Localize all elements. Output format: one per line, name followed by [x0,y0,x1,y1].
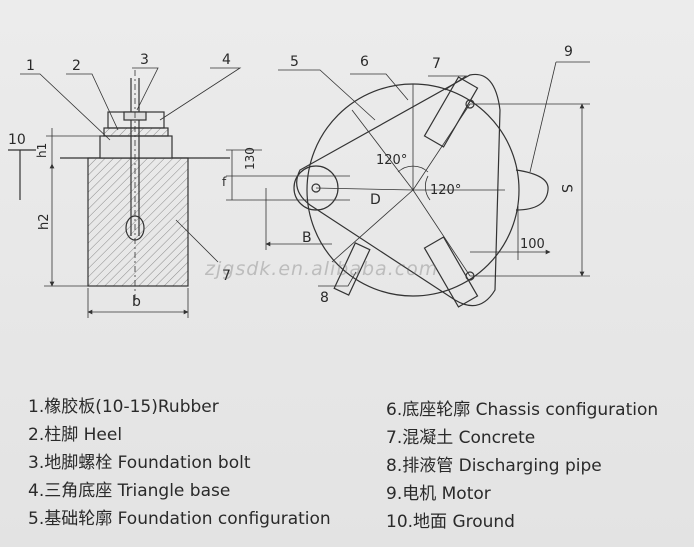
chassis-corner-left [293,165,339,211]
dim-100: 100 [520,237,545,252]
rubber-plate [103,127,169,137]
legend-right: 6.底座轮廓 Chassis configuration 7.混凝土 Concr… [386,396,658,536]
dim-h1: h1 [35,143,49,158]
legend-item: 9.电机 Motor [386,484,491,504]
callout-7-right: 7 [432,56,441,72]
legend-item: 3.地脚螺栓 Foundation bolt [28,453,251,473]
callout-7-left: 7 [222,268,231,284]
legend-item: 2.柱脚 Heel [28,425,123,445]
chassis-outline [296,73,501,307]
legend-item: 5.基础轮廓 Foundation configuration [28,509,331,529]
pad-bottom [423,236,479,308]
dim-b: b [132,294,141,310]
callout-2: 2 [72,58,81,74]
dim-S: S [558,184,574,193]
dim-h2: h2 [37,213,52,230]
angle-label-1: 120° [376,153,407,168]
legend-item: 4.三角底座 Triangle base [28,481,231,501]
leader-9 [529,61,557,173]
leader-1 [20,73,111,141]
legend-item: 6.底座轮廓 Chassis configuration [386,400,659,420]
dim-f: f [222,175,227,189]
dim-B: B [302,230,312,246]
angle-label-2: 120° [430,183,461,198]
callout-4: 4 [222,52,231,68]
legend-item: 10.地面 Ground [386,512,515,532]
legend-item: 8.排液管 Discharging pipe [386,456,602,476]
discharge-pipe [333,242,371,296]
motor [515,169,549,211]
concrete-block [87,157,189,287]
legend-item: 1.橡胶板(10-15)Rubber [28,397,219,417]
callout-5: 5 [290,54,299,70]
heel [99,135,173,159]
dim-130-f [226,149,262,201]
callout-3: 3 [140,52,149,68]
side-section-view [8,67,242,318]
callout-9: 9 [564,44,573,60]
leader-3 [132,67,159,111]
dim-D: D [370,192,381,208]
foundation-drawing: 1 2 3 4 10 h1 h2 b 7 130 f [8,44,590,318]
pad-top [423,76,479,148]
leader-8 [318,271,357,287]
callout-1: 1 [26,58,35,74]
leader-6 [350,73,409,101]
legend-item: 7.混凝土 Concrete [386,428,536,448]
plan-view [262,61,590,308]
watermark: zjgsdk.en.alibaba.com [205,258,439,280]
leader-4 [159,67,242,121]
callout-8: 8 [320,290,329,306]
dim-130: 130 [243,147,257,170]
leader-2 [66,73,119,131]
legend-left: 1.橡胶板(10-15)Rubber 2.柱脚 Heel 3.地脚螺栓 Foun… [28,393,331,533]
callout-10: 10 [8,132,26,148]
leader-5 [278,69,376,121]
callout-6: 6 [360,54,369,70]
leader-7 [428,75,468,91]
